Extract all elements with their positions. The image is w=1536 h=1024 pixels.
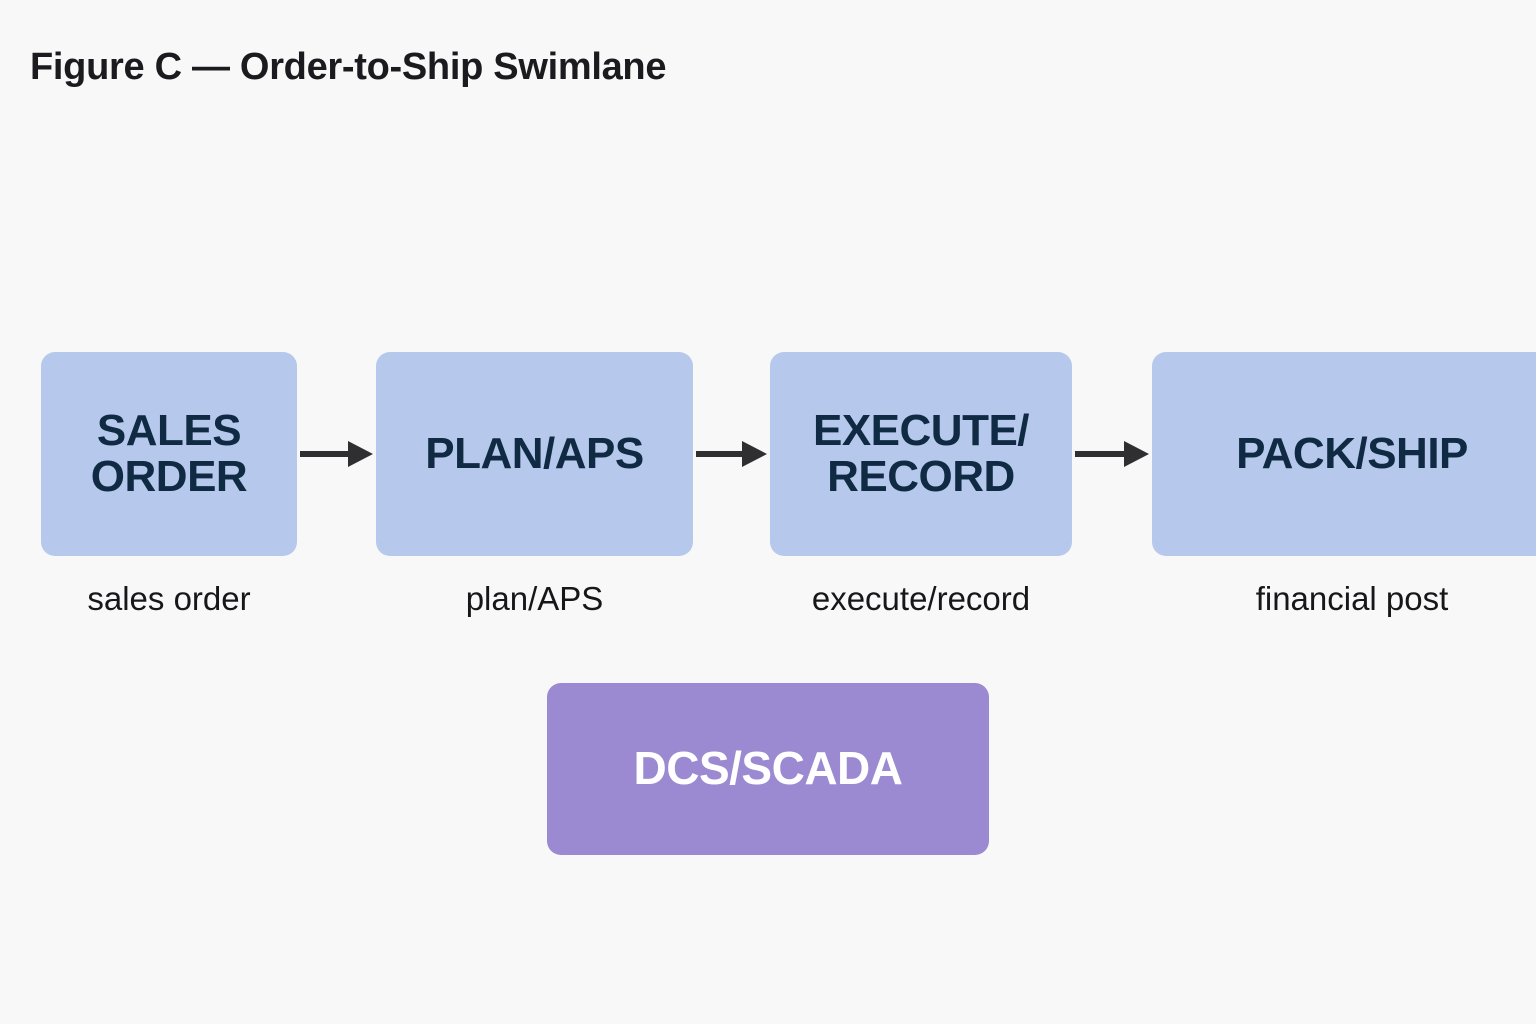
stage-label-execute-record: EXECUTE/ RECORD [812,406,1030,501]
stage-box-sales-order[interactable]: SALES ORDER [41,352,297,556]
stage-label-sales-order: SALES ORDER [90,406,248,501]
stage-label-pack-ship: PACK/SHIP [1236,429,1468,479]
system-label-dcs-scada: DCS/SCADA [633,742,903,795]
stage-box-plan-aps[interactable]: PLAN/APS [376,352,693,556]
stage-caption-execute-record: execute/record [811,580,1031,617]
system-box-dcs-scada[interactable]: DCS/SCADA [547,683,989,855]
stage-caption-financial-post: financial post [1255,580,1449,617]
stage-caption-sales-order: sales order [87,580,251,617]
figure-title: Figure C — Order-to-Ship Swimlane [30,46,667,88]
stage-label-plan-aps: PLAN/APS [425,429,644,479]
stage-box-execute-record[interactable]: EXECUTE/ RECORD [770,352,1072,556]
stage-box-pack-ship[interactable]: PACK/SHIP [1152,352,1536,556]
arrow-execute-to-pack-ship [1075,434,1149,474]
arrow-sales-order-to-plan [300,434,373,474]
stage-caption-plan-aps: plan/APS [465,580,604,617]
arrow-plan-to-execute [696,434,767,474]
